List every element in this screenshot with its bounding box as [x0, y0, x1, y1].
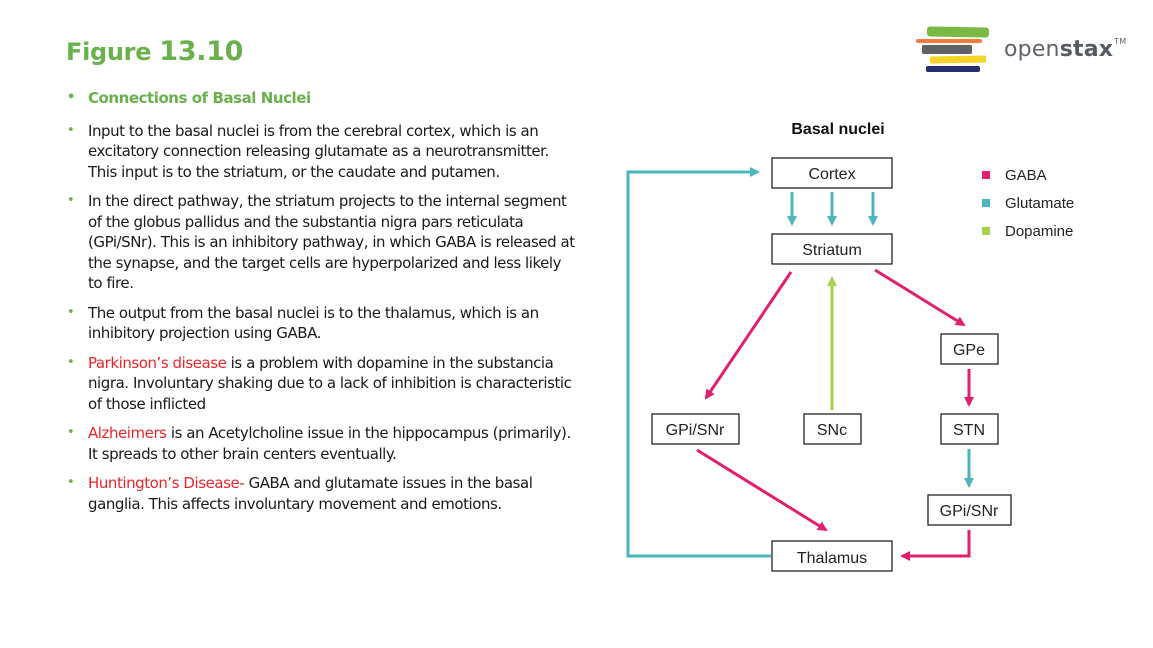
bullet-text: Input to the basal nuclei is from the ce… [88, 121, 549, 181]
node-thalamus: Thalamus [771, 540, 893, 572]
bullet-dot-icon: • [67, 425, 75, 440]
legend-label: GABA [1005, 167, 1047, 184]
bullet-dot-icon: • [67, 475, 75, 490]
slide-title-word: Figure [66, 38, 152, 66]
bullet-item: • Parkinson’s disease is a problem with d… [66, 353, 576, 415]
logo-stripe-green [926, 26, 990, 38]
node-snc: SNc [803, 413, 862, 445]
edge-striatum-to-gpe [874, 268, 966, 327]
node-label: SNc [817, 422, 847, 439]
bullet-item: • The output from the basal nuclei is to … [66, 303, 576, 344]
legend-item-gaba: GABA [982, 167, 1047, 184]
highlighted-term: Alzheimers [88, 424, 167, 442]
node-label: GPi/SNr [940, 503, 999, 520]
bullet-dot-icon: • [67, 354, 75, 370]
bullet-text: is a problem with dopamine in the substa… [88, 353, 572, 413]
bullet-heading: • Connections of Basal Nuclei [66, 88, 576, 109]
node-gpi-snr-left: GPi/SNr [651, 413, 740, 445]
node-gpi-snr-right: GPi/SNr [927, 494, 1012, 526]
bullet-item: • Huntington’s Disease- GABA and glutamat… [66, 473, 576, 514]
node-box [771, 157, 893, 189]
logo-stripe-orange [916, 39, 982, 43]
bullet-list: • Connections of Basal Nuclei • Input to th… [66, 88, 576, 523]
legend-label: Dopamine [1005, 223, 1073, 240]
edge-gpi-snr-to-thalamus [696, 448, 828, 532]
node-box [651, 413, 740, 445]
node-striatum: Striatum [771, 233, 893, 265]
legend: GABA Glutamate Dopamine [982, 167, 1074, 240]
bullet-text: In the direct pathway, the striatum proj… [88, 192, 575, 292]
node-box [803, 413, 862, 445]
legend-swatch-gaba [982, 171, 990, 179]
legend-label: Glutamate [1005, 195, 1074, 212]
highlighted-term: Parkinson’s disease [88, 353, 227, 372]
bullet-text: Connections of Basal Nuclei [88, 89, 311, 107]
node-cortex: Cortex [771, 157, 893, 189]
logo-stripe-gray [922, 45, 972, 54]
openstax-logo: openstaxTM [912, 24, 1127, 76]
logo-wordmark-light: open [1004, 37, 1060, 62]
bullet-dot-icon: • [67, 90, 75, 105]
node-box [927, 494, 1012, 526]
node-box [940, 333, 999, 365]
bullet-text: The output from the basal nuclei is to t… [88, 303, 539, 343]
diagram-canvas: Basal nuclei Cortex Striatum GPe [626, 121, 1074, 572]
node-label: GPi/SNr [666, 422, 725, 439]
legend-swatch-dopamine [982, 227, 990, 235]
book-stack-icon [916, 26, 990, 72]
slide-title: Figure 13.10 [66, 36, 243, 67]
diagram-title: Basal nuclei [791, 121, 884, 138]
bullet-item: • Alzheimers is an Acetylcholine issue in… [66, 423, 576, 464]
basal-nuclei-diagram: Basal nuclei Cortex Striatum GPe [600, 110, 1120, 590]
highlighted-term: Huntington’s Disease- [88, 474, 245, 492]
edge-gpi-snr-right-to-thalamus [900, 530, 971, 561]
slide-title-number: 13.10 [159, 36, 244, 67]
legend-item-dopamine: Dopamine [982, 223, 1073, 240]
node-stn: STN [940, 413, 999, 445]
logo-wordmark-bold: stax [1059, 37, 1114, 62]
node-box [771, 233, 893, 265]
legend-item-glutamate: Glutamate [982, 195, 1074, 212]
node-gpe: GPe [940, 333, 999, 365]
bullet-text: is an Acetylcholine issue in the hippoca… [88, 424, 571, 463]
node-box [940, 413, 999, 445]
edge-striatum-to-gpi-snr [704, 271, 793, 400]
bullet-dot-icon: • [67, 193, 75, 208]
node-label: GPe [953, 342, 985, 359]
node-label: Cortex [808, 166, 855, 183]
logo-trademark: TM [1114, 37, 1127, 46]
node-label: Thalamus [797, 550, 867, 567]
logo-wordmark: openstaxTM [1004, 37, 1126, 62]
node-box [771, 540, 893, 572]
bullet-item: • Input to the basal nuclei is from the c… [66, 121, 576, 183]
bullet-dot-icon: • [67, 122, 75, 138]
bullet-item: • In the direct pathway, the striatum pro… [66, 191, 576, 294]
logo-stripe-navy [926, 66, 980, 72]
legend-swatch-glutamate [982, 199, 990, 207]
bullet-dot-icon: • [67, 304, 75, 320]
logo-stripe-yellow [929, 55, 987, 64]
node-label: STN [953, 422, 985, 439]
bullet-text: GABA and glutamate issues in the basal g… [88, 474, 533, 513]
node-label: Striatum [802, 242, 862, 259]
edge-thalamus-to-cortex [626, 167, 771, 558]
